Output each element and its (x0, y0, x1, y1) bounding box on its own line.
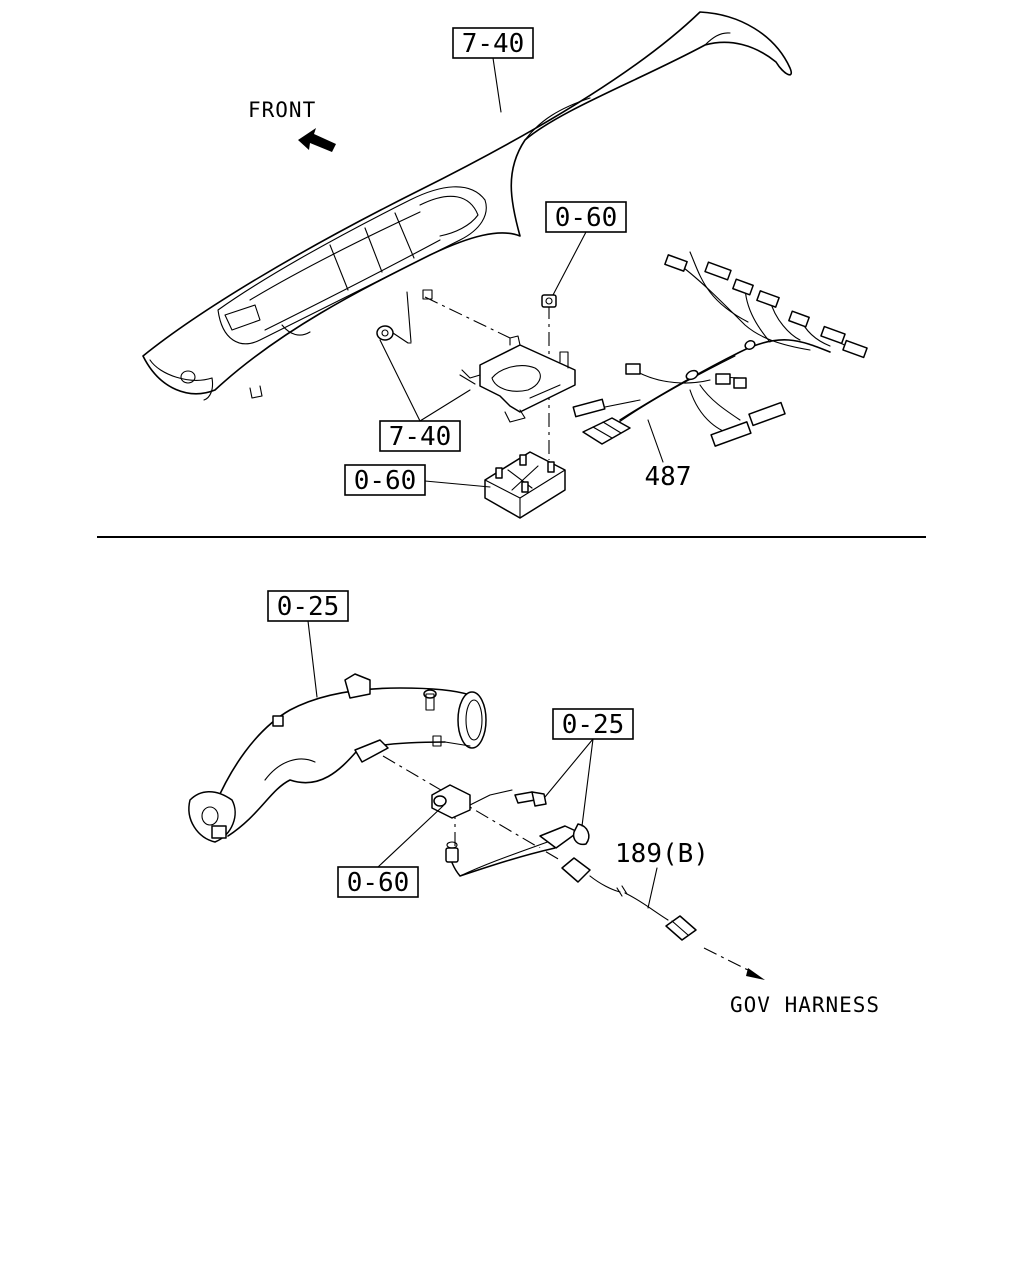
front-arrow: FRONT (248, 98, 336, 152)
intake-pipe (188, 673, 487, 843)
part-189b-label: 189(B) (615, 839, 709, 869)
callout-0-60-sensor: 0-60 (337, 805, 444, 898)
wiring-harness-487: 487 (572, 251, 868, 492)
ref-7-40-clip: 7-40 (389, 422, 452, 452)
bolts (514, 791, 590, 849)
front-arrow-icon (298, 128, 336, 152)
callout-box-7-40-panel (452, 27, 534, 59)
part-487-label: 487 (645, 462, 692, 492)
callout-0-25-pipe: 0-25 (267, 590, 349, 698)
callout-7-40-clip: 7-40 (379, 339, 471, 452)
callout-0-60-module: 0-60 (344, 464, 491, 496)
ref-0-25-pipe: 0-25 (277, 592, 340, 622)
ref-0-60-nut: 0-60 (555, 203, 618, 233)
callout-box-0-60-sensor (337, 866, 419, 898)
ref-0-60-module: 0-60 (354, 466, 417, 496)
nut-part (541, 294, 557, 308)
clip-grommet (376, 289, 433, 344)
pressure-sensor (431, 784, 556, 877)
instrument-panel (142, 11, 792, 401)
front-label: FRONT (248, 98, 316, 122)
ref-0-60-sensor: 0-60 (347, 868, 410, 898)
callout-0-25-bolt: 0-25 (544, 708, 634, 827)
gov-harness-label: GOV HARNESS (730, 993, 880, 1017)
harness-189b: 189(B) (561, 839, 709, 941)
callout-box-0-25-pipe (267, 590, 349, 622)
control-module (484, 451, 566, 519)
callout-box-0-60-nut (545, 201, 627, 233)
callout-box-0-25-bolt (552, 708, 634, 740)
callout-0-60-nut: 0-60 (545, 201, 627, 296)
callout-7-40-panel: 7-40 (452, 27, 534, 113)
ref-0-25-bolt: 0-25 (562, 710, 625, 740)
ref-7-40-panel: 7-40 (462, 29, 525, 59)
arrow-right-icon (746, 968, 765, 980)
mounting-bracket (459, 335, 576, 423)
gov-harness-arrow: GOV HARNESS (703, 947, 880, 1017)
callout-box-0-60-module (344, 464, 426, 496)
